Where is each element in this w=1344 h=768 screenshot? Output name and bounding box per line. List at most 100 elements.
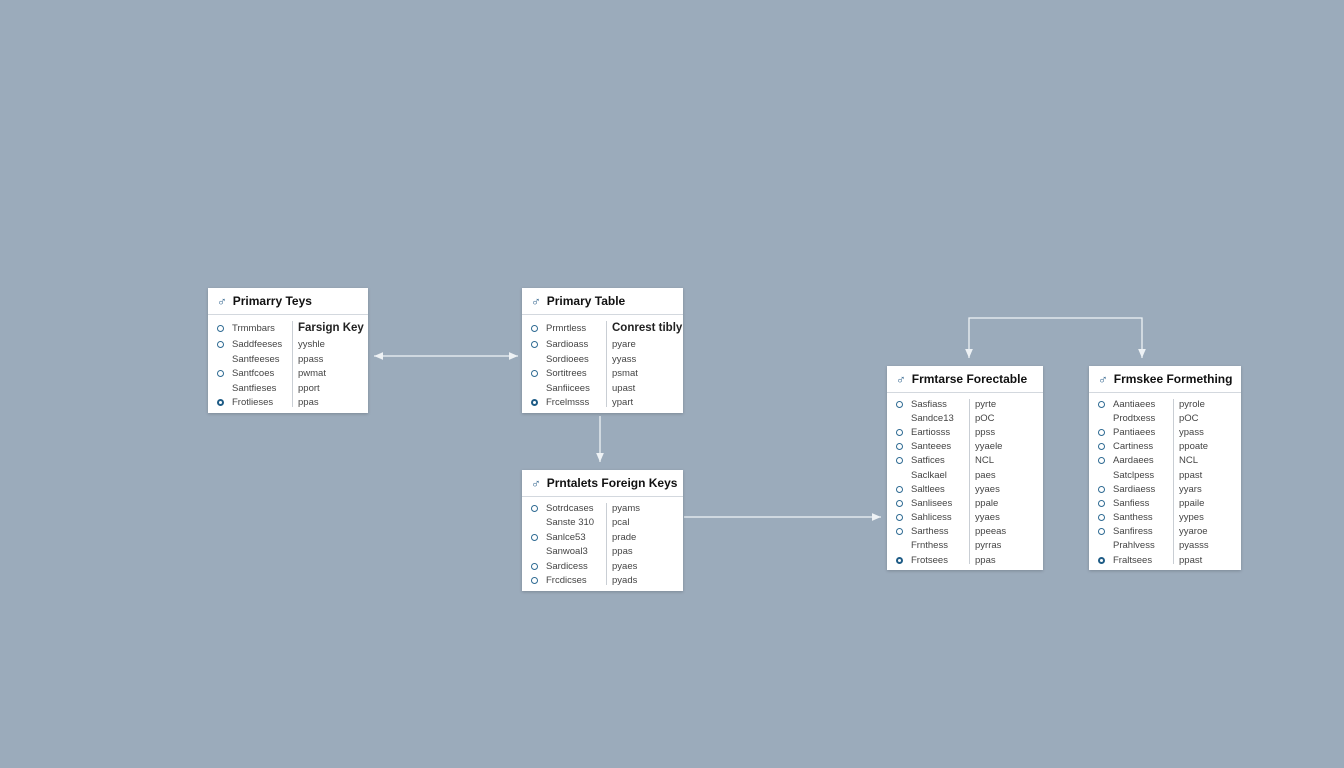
spacer bbox=[1098, 542, 1105, 549]
key-circle-icon bbox=[896, 443, 903, 451]
table-title: Primarry Teys bbox=[232, 294, 312, 308]
spacer bbox=[531, 519, 538, 526]
table-row[interactable]: Santeees yyaele bbox=[887, 440, 1043, 454]
table-row[interactable]: Sasfiass pyrte bbox=[887, 397, 1043, 411]
key-circle-icon bbox=[896, 514, 903, 522]
column-name: Saltlees bbox=[911, 483, 945, 495]
column-type: pyrras bbox=[975, 540, 1002, 552]
column-type: ppast bbox=[1179, 469, 1203, 481]
spacer bbox=[896, 415, 903, 422]
column-name: Sardicess bbox=[546, 560, 588, 572]
column-type: ppas bbox=[612, 546, 633, 558]
key-circle-icon bbox=[1098, 499, 1105, 507]
column-name: Frcelmsss bbox=[546, 397, 590, 409]
key-circle-icon bbox=[1098, 528, 1105, 536]
spacer bbox=[531, 356, 538, 363]
column-type: pOC bbox=[975, 412, 995, 424]
column-type: ppass bbox=[298, 353, 324, 365]
column-type: yypes bbox=[1179, 512, 1204, 524]
column-type: pOC bbox=[1179, 412, 1199, 424]
column-type: upast bbox=[612, 382, 636, 394]
table-row[interactable]: Sandce13 pOC bbox=[887, 411, 1043, 425]
column-name: Saddfeeses bbox=[232, 339, 283, 351]
column-name: Sarthess bbox=[911, 526, 949, 538]
column-name: Sandce13 bbox=[911, 412, 954, 424]
column-type: pyasss bbox=[1179, 540, 1209, 552]
column-name: Cartiness bbox=[1113, 441, 1154, 453]
key-circle-icon bbox=[531, 562, 538, 570]
table-row[interactable]: Prahlvess pyasss bbox=[1089, 539, 1241, 553]
key-circle-icon bbox=[1098, 457, 1105, 465]
key-circle-icon bbox=[531, 370, 538, 378]
key-circle-icon bbox=[896, 528, 903, 536]
table-title: Frmtarse Forectable bbox=[911, 372, 1028, 386]
column-name: Sanlce53 bbox=[546, 531, 586, 543]
column-name: Sardioass bbox=[546, 339, 589, 351]
column-name: Sasfiass bbox=[911, 398, 947, 410]
column-name: Aardaees bbox=[1113, 455, 1154, 467]
column-name: Santfcoes bbox=[232, 368, 275, 380]
column-type: yyaroe bbox=[1179, 526, 1208, 538]
key-circle-icon bbox=[1098, 428, 1105, 436]
key-circle-icon bbox=[531, 577, 538, 585]
column-name: Pantiaees bbox=[1113, 426, 1156, 438]
key-circle-icon bbox=[1098, 556, 1105, 564]
key-circle-icon bbox=[531, 399, 538, 407]
column-name: Saclkael bbox=[911, 469, 947, 481]
key-circle-icon bbox=[896, 485, 903, 493]
table-header: ♂︎Prntalets Foreign Keys bbox=[522, 470, 683, 497]
table-header: ♂︎Primary Table bbox=[522, 288, 683, 315]
column-type: pyrte bbox=[975, 398, 997, 410]
key-circle-icon bbox=[896, 457, 903, 465]
column-name: Sardiaess bbox=[1113, 483, 1156, 495]
column-type: pyrole bbox=[1179, 398, 1205, 410]
column-type: yyaele bbox=[975, 441, 1003, 453]
column-name: Santeees bbox=[911, 441, 952, 453]
column-name: Prahlvess bbox=[1113, 540, 1155, 552]
key-circle-icon bbox=[217, 341, 224, 349]
